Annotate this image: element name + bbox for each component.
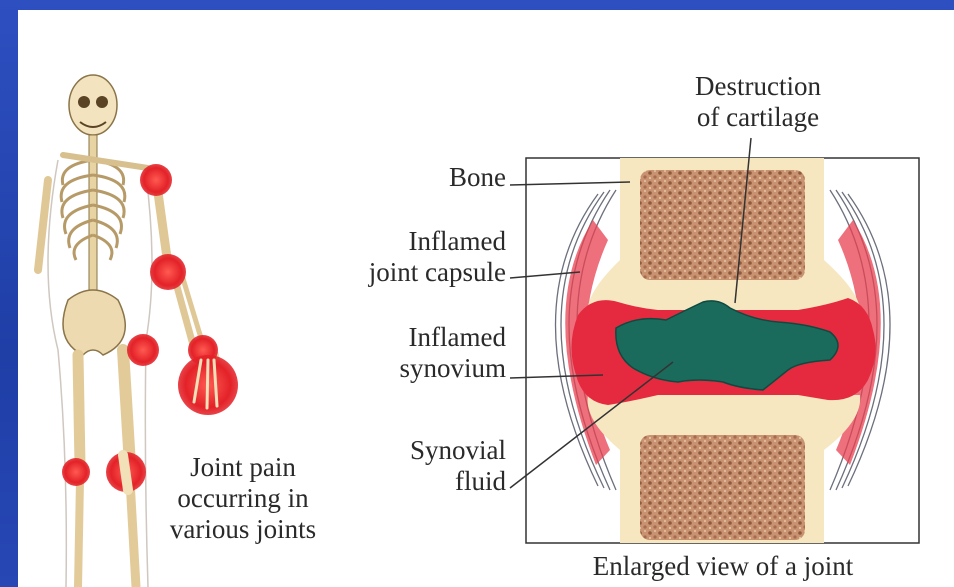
joint-pain-line3: various joints (143, 514, 343, 545)
capsule-label: Inflamed joint capsule (308, 226, 506, 288)
joint-pain-line1: Joint pain (143, 452, 343, 483)
joint-pain-label: Joint pain occurring in various joints (143, 452, 343, 545)
cartilage-label: Destruction of cartilage (658, 71, 858, 133)
caption: Enlarged view of a joint (523, 551, 923, 582)
joint-cross-section (526, 158, 919, 543)
bone-label: Bone (358, 162, 506, 193)
capsule-label-line1: Inflamed (308, 226, 506, 257)
diagram-slide: Destruction of cartilage Bone Inflamed j… (18, 10, 954, 587)
synovium-label-line2: synovium (308, 353, 506, 384)
cartilage-label-line1: Destruction (658, 71, 858, 102)
cartilage-label-line2: of cartilage (658, 102, 858, 133)
capsule-label-line2: joint capsule (308, 257, 506, 288)
joint-pain-line2: occurring in (143, 483, 343, 514)
synovium-label-line1: Inflamed (308, 322, 506, 353)
synovium-label: Inflamed synovium (308, 322, 506, 384)
